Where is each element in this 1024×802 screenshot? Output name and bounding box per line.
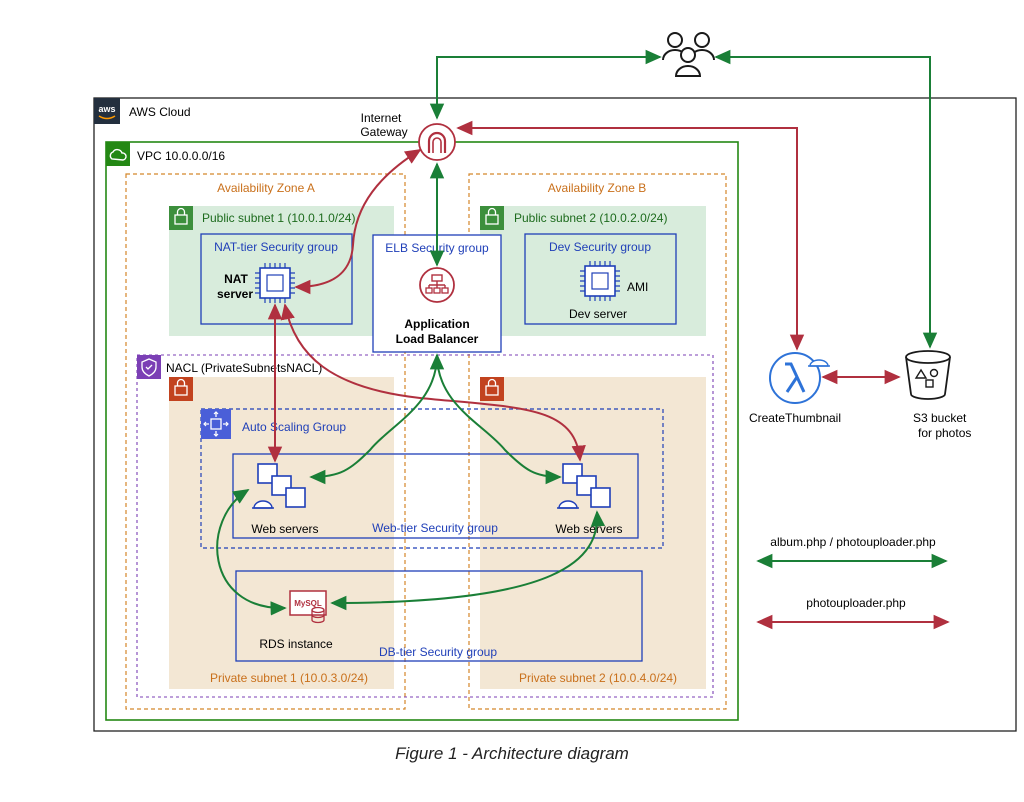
auto-scaling-icon xyxy=(201,409,231,439)
web-servers-right-icon xyxy=(557,463,611,509)
public-subnet-2-lock-icon xyxy=(480,206,504,230)
vpc-label: VPC 10.0.0.0/16 xyxy=(137,149,225,163)
rds-instance-label: RDS instance xyxy=(259,637,333,651)
internet-gateway-label-line1: Internet xyxy=(361,111,402,125)
dev-server-chip-icon xyxy=(580,261,620,301)
private-subnet-1-label: Private subnet 1 (10.0.3.0/24) xyxy=(210,671,368,685)
nat-server-label-line1: NAT xyxy=(224,272,248,286)
internet-gateway-label-line2: Gateway xyxy=(360,125,407,139)
arrow-web-left-to-rds xyxy=(216,489,287,616)
availability-zone-b-label: Availability Zone B xyxy=(548,181,647,195)
alb-label-line1: Application xyxy=(404,317,469,331)
alb-label-line2: Load Balancer xyxy=(396,332,479,346)
public-subnet-1-label: Public subnet 1 (10.0.1.0/24) xyxy=(202,211,355,225)
internet-gateway-icon xyxy=(418,123,456,161)
nat-tier-security-group-label: NAT-tier Security group xyxy=(214,240,338,254)
rds-mysql-icon: MySQL xyxy=(289,590,327,624)
nacl-shield-icon xyxy=(137,355,161,379)
private-subnet-2-label: Private subnet 2 (10.0.4.0/24) xyxy=(519,671,677,685)
public-subnet-2-label: Public subnet 2 (10.0.2.0/24) xyxy=(514,211,667,225)
users-icon xyxy=(662,32,715,77)
figure-caption: Figure 1 - Architecture diagram xyxy=(395,744,629,763)
ami-label: AMI xyxy=(627,280,648,294)
private-subnet-2-lock-icon xyxy=(480,377,504,401)
arrow-alb-to-web-right xyxy=(436,354,562,485)
arrow-web-right-to-rds xyxy=(330,510,606,611)
s3-bucket-label-line2: for photos xyxy=(918,426,971,440)
private-subnet-1-lock-icon xyxy=(169,377,193,401)
web-servers-right-label: Web servers xyxy=(555,522,622,536)
nat-server-label-line2: server xyxy=(217,287,253,301)
aws-logo: aws xyxy=(94,98,120,124)
nacl-label: NACL (PrivateSubnetsNACL) xyxy=(166,361,322,375)
public-subnet-1-lock-icon xyxy=(169,206,193,230)
arrow-gateway-to-lambda xyxy=(456,120,805,351)
arrow-users-to-gateway xyxy=(429,49,662,120)
load-balancer-icon xyxy=(419,267,455,303)
aws-cloud-label: AWS Cloud xyxy=(129,105,191,119)
s3-bucket-label-line1: S3 bucket xyxy=(913,411,967,425)
dev-server-label: Dev server xyxy=(569,307,627,321)
db-tier-security-group-label: DB-tier Security group xyxy=(379,645,497,659)
s3-bucket-icon xyxy=(905,350,951,400)
legend-red-label: photouploader.php xyxy=(806,596,906,610)
availability-zone-a-label: Availability Zone A xyxy=(217,181,315,195)
arrow-gateway-to-nat xyxy=(294,149,422,295)
auto-scaling-group-label: Auto Scaling Group xyxy=(242,420,346,434)
web-tier-security-group-label: Web-tier Security group xyxy=(372,521,498,535)
arrow-alb-to-web-left xyxy=(309,353,445,485)
nat-server-chip-icon xyxy=(255,263,295,303)
svg-text:MySQL: MySQL xyxy=(294,599,322,608)
lambda-label: CreateThumbnail xyxy=(749,411,841,425)
vpc-icon xyxy=(106,142,130,166)
dev-security-group-label: Dev Security group xyxy=(549,240,651,254)
svg-text:aws: aws xyxy=(98,104,115,114)
arrow-users-to-s3 xyxy=(714,49,938,349)
web-servers-left-label: Web servers xyxy=(251,522,318,536)
legend-green-label: album.php / photouploader.php xyxy=(770,535,936,549)
lambda-icon xyxy=(769,352,830,404)
